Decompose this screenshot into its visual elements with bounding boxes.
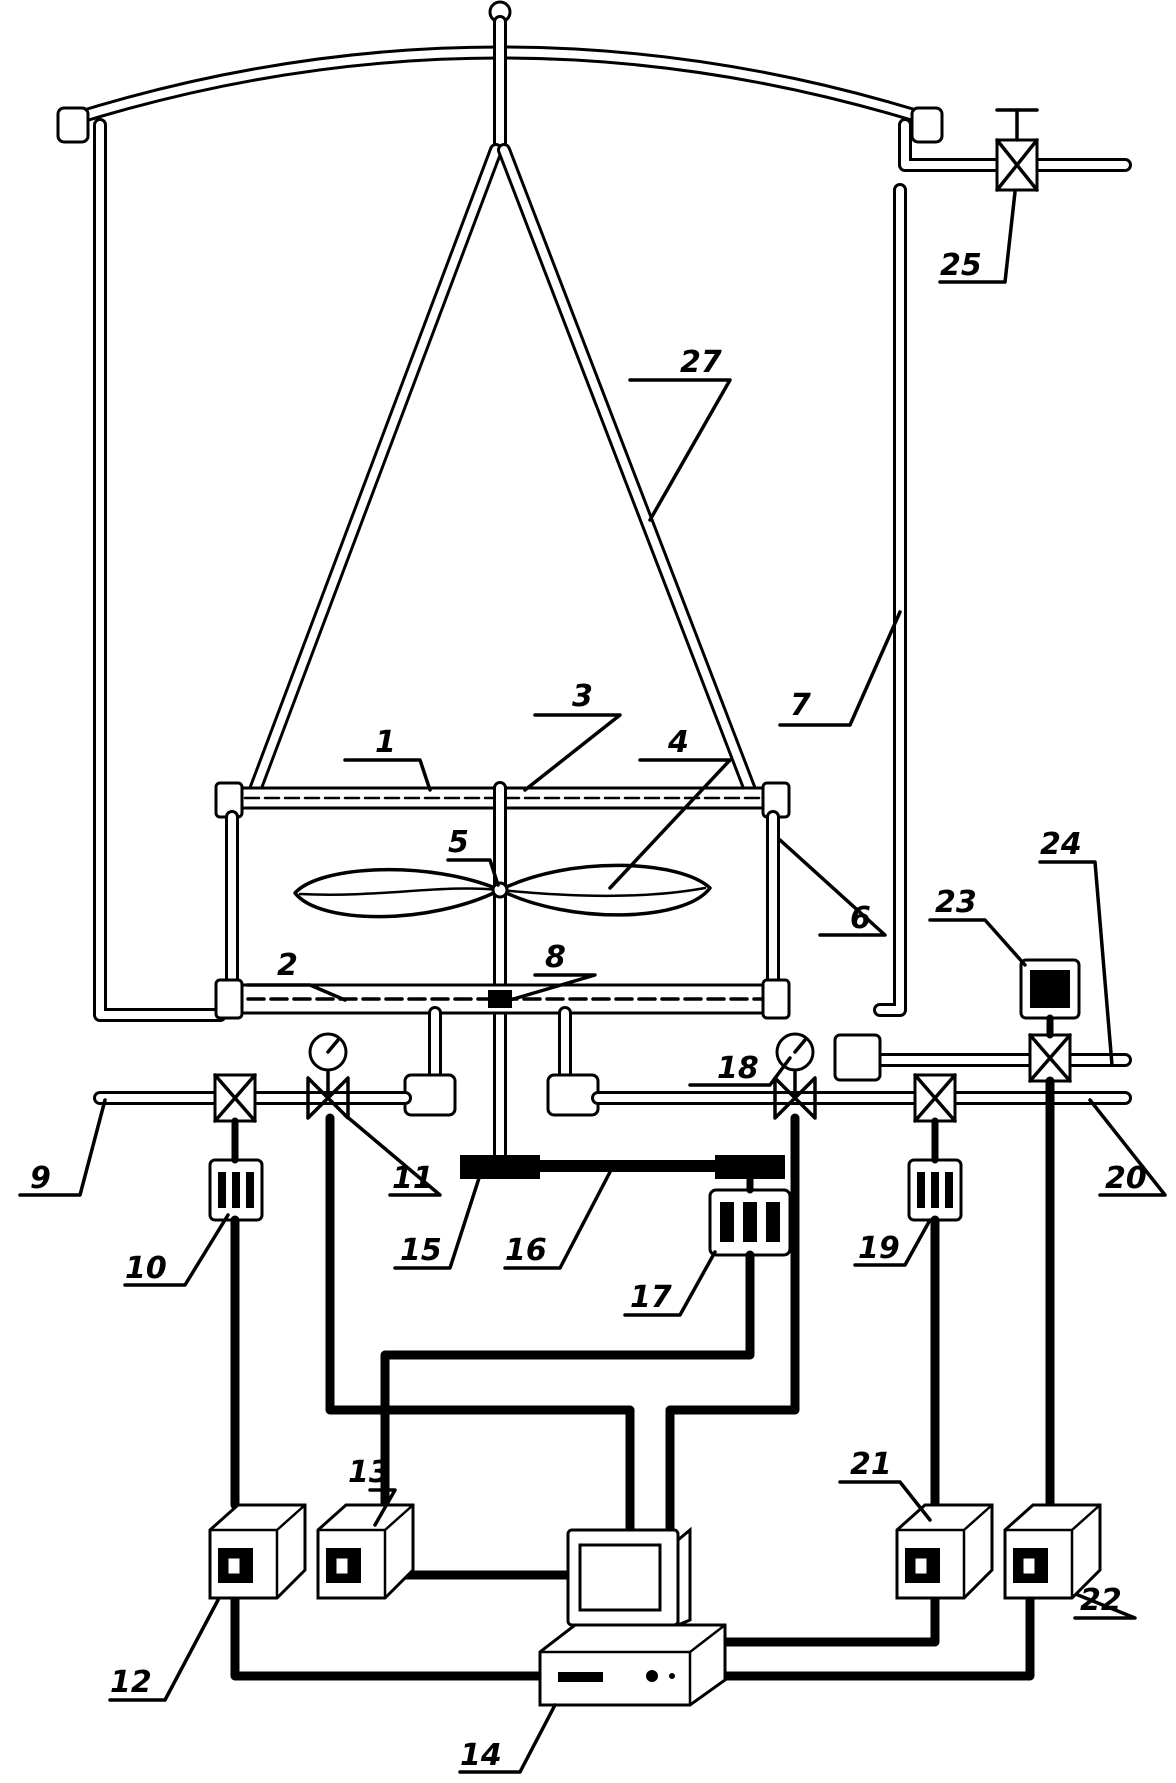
valve-19 (913, 1073, 957, 1123)
suspension-rods (248, 143, 757, 797)
belt-drive (460, 1155, 785, 1179)
label-19: 19 (858, 1231, 900, 1266)
leader-lines (18, 190, 1167, 1774)
valve-23 (1028, 1033, 1072, 1083)
label-4: 4 (667, 725, 689, 760)
valve-18 (773, 1032, 817, 1120)
elbow-left (403, 1073, 457, 1117)
label-8: 8 (545, 940, 566, 975)
label-15: 15 (400, 1233, 442, 1268)
label-23: 23 (935, 885, 977, 920)
side-columns (225, 810, 780, 992)
label-11: 11 (392, 1161, 434, 1196)
label-27: 27 (680, 345, 722, 380)
label-14: 14 (460, 1738, 502, 1773)
converter-21 (895, 1503, 994, 1600)
valve-11 (306, 1032, 350, 1120)
actuator-23 (1019, 958, 1081, 1039)
motor-17 (708, 1171, 792, 1257)
control-wiring (230, 1076, 1055, 1681)
disk-slot (558, 1672, 603, 1682)
label-21: 21 (850, 1447, 892, 1482)
elbow-right (546, 1073, 600, 1117)
label-6: 6 (850, 901, 871, 936)
actuators (208, 958, 1081, 1257)
lower-plate (214, 978, 791, 1020)
label-25: 25 (940, 248, 982, 283)
actuator-10 (208, 1117, 264, 1222)
computer (538, 1526, 727, 1707)
label-2: 2 (277, 948, 298, 983)
label-10: 10 (125, 1251, 167, 1286)
impeller-hub (491, 881, 509, 899)
label-7: 7 (790, 688, 811, 723)
valves (213, 108, 1072, 1123)
converter-22 (1003, 1503, 1102, 1600)
label-16: 16 (505, 1233, 547, 1268)
label-20: 20 (1105, 1161, 1147, 1196)
roof-flange-right (910, 106, 944, 144)
converters (208, 1503, 1102, 1600)
label-5: 5 (448, 825, 469, 860)
pulley-15 (460, 1155, 540, 1179)
tank-vessel (56, 0, 1132, 1022)
label-18: 18 (717, 1051, 759, 1086)
label-12: 12 (110, 1665, 152, 1700)
pulley-17 (715, 1155, 785, 1179)
label-1: 1 (375, 725, 396, 760)
valve-10 (213, 1073, 257, 1123)
label-22: 22 (1080, 1583, 1122, 1618)
power-button (646, 1670, 658, 1682)
roof-flange-left (56, 106, 90, 144)
label-17: 17 (630, 1280, 672, 1315)
actuator-19 (907, 1117, 963, 1222)
converter-12 (208, 1503, 307, 1600)
label-13: 13 (348, 1455, 390, 1490)
outlet-box (833, 1033, 882, 1082)
label-3: 3 (572, 679, 593, 714)
reference-numerals: 1 2 3 4 5 6 7 8 9 10 11 12 13 14 15 16 1… (30, 248, 1147, 1773)
belt-16 (530, 1160, 720, 1172)
converter-13 (316, 1503, 415, 1600)
label-24: 24 (1040, 827, 1082, 862)
impeller (293, 863, 712, 919)
valve-25 (995, 108, 1039, 192)
label-9: 9 (30, 1161, 51, 1196)
